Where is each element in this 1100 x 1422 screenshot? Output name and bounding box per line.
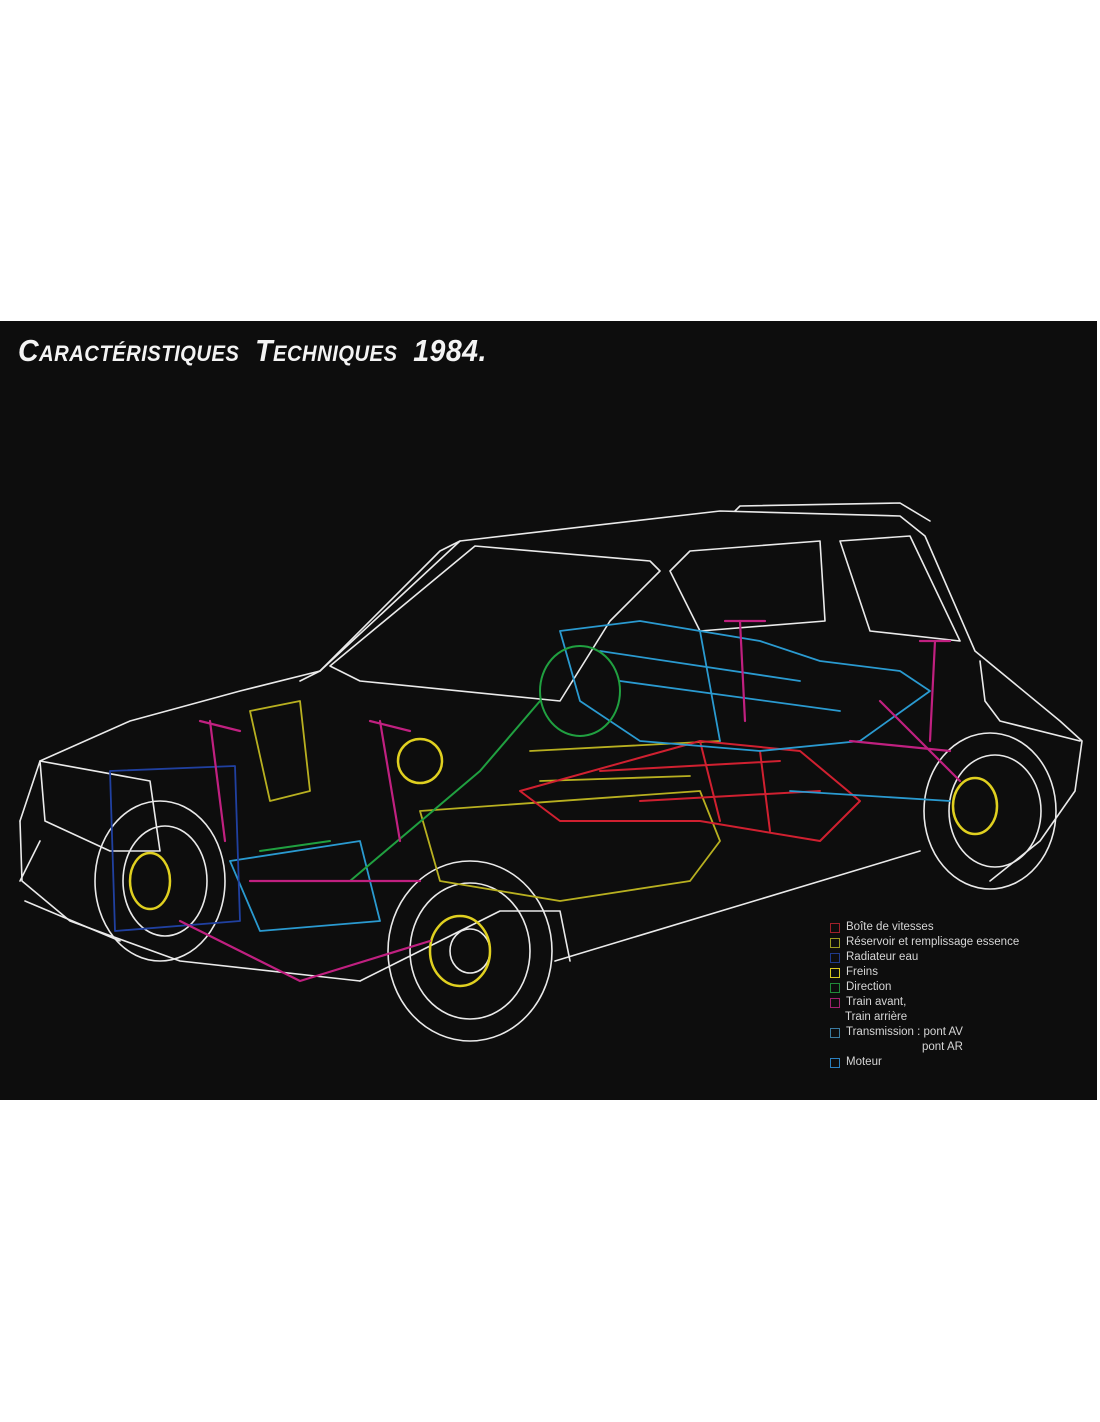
engine — [229, 620, 951, 932]
swatch-icon — [830, 968, 840, 978]
swatch-icon — [830, 1058, 840, 1068]
car-body-outline — [19, 502, 1083, 982]
gearbox — [519, 740, 861, 842]
swatch-icon — [830, 1028, 840, 1038]
fuel-tank — [249, 700, 721, 902]
legend-item-engine: Moteur — [830, 1055, 1019, 1070]
legend-item-radiator: Radiateur eau — [830, 950, 1019, 965]
legend-item-gearbox: Boîte de vitesses — [830, 920, 1019, 935]
brochure-panel: Caractéristiques Techniques 1984. Boîte … — [0, 321, 1097, 1100]
legend-item-transmission-rear: pont AR — [922, 1041, 963, 1053]
car-cutaway-illustration — [19, 502, 1083, 1042]
brakes — [128, 737, 999, 988]
suspension — [178, 619, 962, 983]
swatch-icon — [830, 938, 840, 948]
legend-item-steering: Direction — [830, 980, 1019, 995]
legend: Boîte de vitesses Réservoir et remplissa… — [830, 920, 1019, 1070]
legend-item-fuel-tank: Réservoir et remplissage essence — [830, 935, 1019, 950]
page-title: Caractéristiques Techniques 1984. — [18, 333, 487, 368]
radiator — [109, 765, 241, 932]
swatch-icon — [830, 998, 840, 1008]
steering — [259, 645, 621, 882]
wheels — [94, 732, 1057, 1042]
legend-item-suspension: Train avant, — [830, 995, 1019, 1010]
swatch-icon — [830, 923, 840, 933]
legend-item-brakes: Freins — [830, 965, 1019, 980]
swatch-icon — [830, 953, 840, 963]
swatch-icon — [830, 983, 840, 993]
legend-item-suspension-rear: Train arrière — [845, 1011, 908, 1023]
legend-item-transmission: Transmission : pont AV — [830, 1025, 1019, 1040]
